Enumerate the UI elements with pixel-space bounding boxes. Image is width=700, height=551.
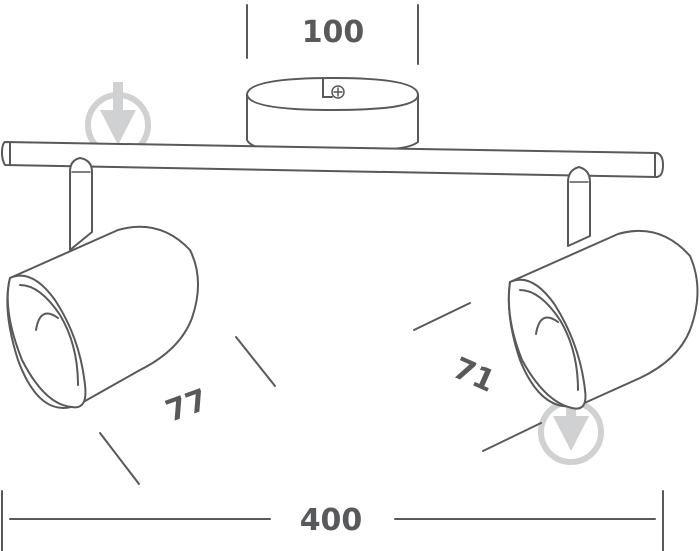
label-head-left: 77 [161,382,212,429]
label-total-width: 400 [300,503,363,538]
label-head-right: 71 [448,351,500,400]
dimension-head-left [99,336,276,485]
right-stem [567,166,591,247]
dimension-total-width [1,490,664,551]
dimension-head-right [413,302,542,452]
left-stem [69,157,93,251]
left-spotlight-head [6,225,200,409]
ceiling-base [246,77,419,155]
right-spotlight-head [507,229,699,410]
dimension-base-width [246,4,419,65]
label-base-width: 100 [302,15,365,50]
mounting-bar [1,141,664,178]
